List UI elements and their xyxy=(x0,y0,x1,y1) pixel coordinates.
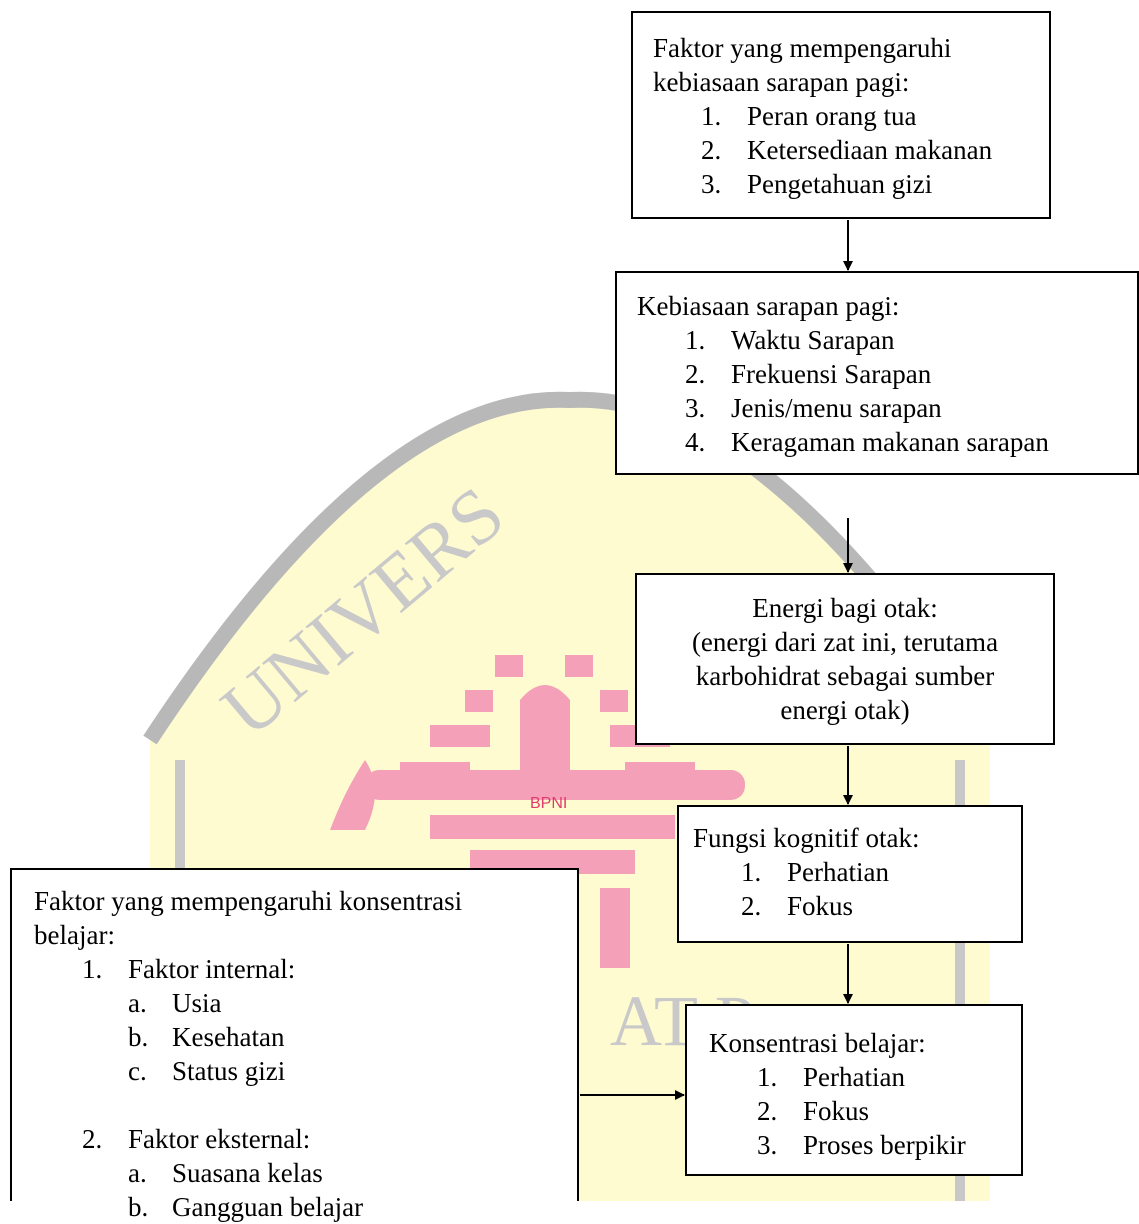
box-konsentrasi-belajar: Konsentrasi belajar: 1.Perhatian 2.Fokus… xyxy=(685,1004,1023,1176)
box-energi-line4: energi otak) xyxy=(780,695,910,725)
list-item: 4.Keragaman makanan sarapan xyxy=(685,427,1049,457)
list-item: 1.Waktu Sarapan xyxy=(685,325,895,355)
list-item: 1.Perhatian xyxy=(757,1062,905,1092)
box-energi-line3: karbohidrat sebagai sumber xyxy=(695,661,995,691)
list-item: a.Usia xyxy=(128,988,222,1018)
box-faktor-sarapan: Faktor yang mempengaruhi kebiasaan sarap… xyxy=(631,11,1051,219)
box-energi-line2: (energi dari zat ini, terutama xyxy=(691,627,999,657)
list-item: 2.Ketersediaan makanan xyxy=(701,135,993,165)
list-item: b.Kesehatan xyxy=(128,1022,285,1052)
list-item: b.Gangguan belajar xyxy=(128,1192,364,1222)
box-faktor-konsentrasi-title1: Faktor yang mempengaruhi konsentrasi xyxy=(34,886,463,916)
box-faktor-sarapan-title: Faktor yang mempengaruhi kebiasaan sarap… xyxy=(653,33,952,97)
faktor-internal-group: 1.Faktor internal: a.Usia b.Kesehatan c.… xyxy=(34,952,571,1224)
seal-logo-text: BPNI xyxy=(530,795,567,812)
faktor-internal-label: 1.Faktor internal: xyxy=(82,954,296,984)
box-energi-otak: Energi bagi otak: (energi dari zat ini, … xyxy=(635,573,1055,745)
box-kebiasaan-sarapan: Kebiasaan sarapan pagi: 1.Waktu Sarapan … xyxy=(615,271,1139,475)
list-item: 2.Fokus xyxy=(757,1096,870,1126)
box-fungsi-kognitif: Fungsi kognitif otak: 1.Perhatian 2.Foku… xyxy=(677,805,1023,943)
list-item: a.Suasana kelas xyxy=(128,1158,323,1188)
faktor-eksternal-label: 2.Faktor eksternal: xyxy=(82,1124,311,1154)
seal-logo xyxy=(330,655,745,968)
faktor-internal-list: a.Usia b.Kesehatan c.Status gizi xyxy=(82,986,571,1088)
box-kognitif-title: Fungsi kognitif otak: xyxy=(693,823,920,853)
seal-arc-outer xyxy=(143,391,997,745)
list-item: 1.Peran orang tua xyxy=(701,101,917,131)
box-konsentrasi-list: 1.Perhatian 2.Fokus 3.Proses berpikir xyxy=(709,1060,1015,1162)
box-konsentrasi-title: Konsentrasi belajar: xyxy=(709,1028,926,1058)
list-item: 2.Frekuensi Sarapan xyxy=(685,359,932,389)
list-item: 3.Jenis/menu sarapan xyxy=(685,393,942,423)
box-faktor-konsentrasi: Faktor yang mempengaruhi konsentrasi bel… xyxy=(10,868,579,1222)
box-kebiasaan-list: 1.Waktu Sarapan 2.Frekuensi Sarapan 3.Je… xyxy=(637,323,1131,459)
box-kognitif-list: 1.Perhatian 2.Fokus xyxy=(693,855,1015,923)
box-energi-line1: Energi bagi otak: xyxy=(752,593,938,623)
box-faktor-sarapan-list: 1.Peran orang tua 2.Ketersediaan makanan… xyxy=(653,99,1039,201)
box-kebiasaan-title: Kebiasaan sarapan pagi: xyxy=(637,291,900,321)
list-item: c.Status gizi xyxy=(128,1056,286,1086)
list-item: 3.Proses berpikir xyxy=(757,1130,966,1160)
list-item: 2.Fokus xyxy=(741,891,854,921)
list-item: 1.Perhatian xyxy=(741,857,889,887)
list-item: 3.Pengetahuan gizi xyxy=(701,169,933,199)
box-faktor-konsentrasi-title2: belajar: xyxy=(34,920,115,950)
faktor-eksternal-list: a.Suasana kelas b.Gangguan belajar xyxy=(82,1156,571,1224)
